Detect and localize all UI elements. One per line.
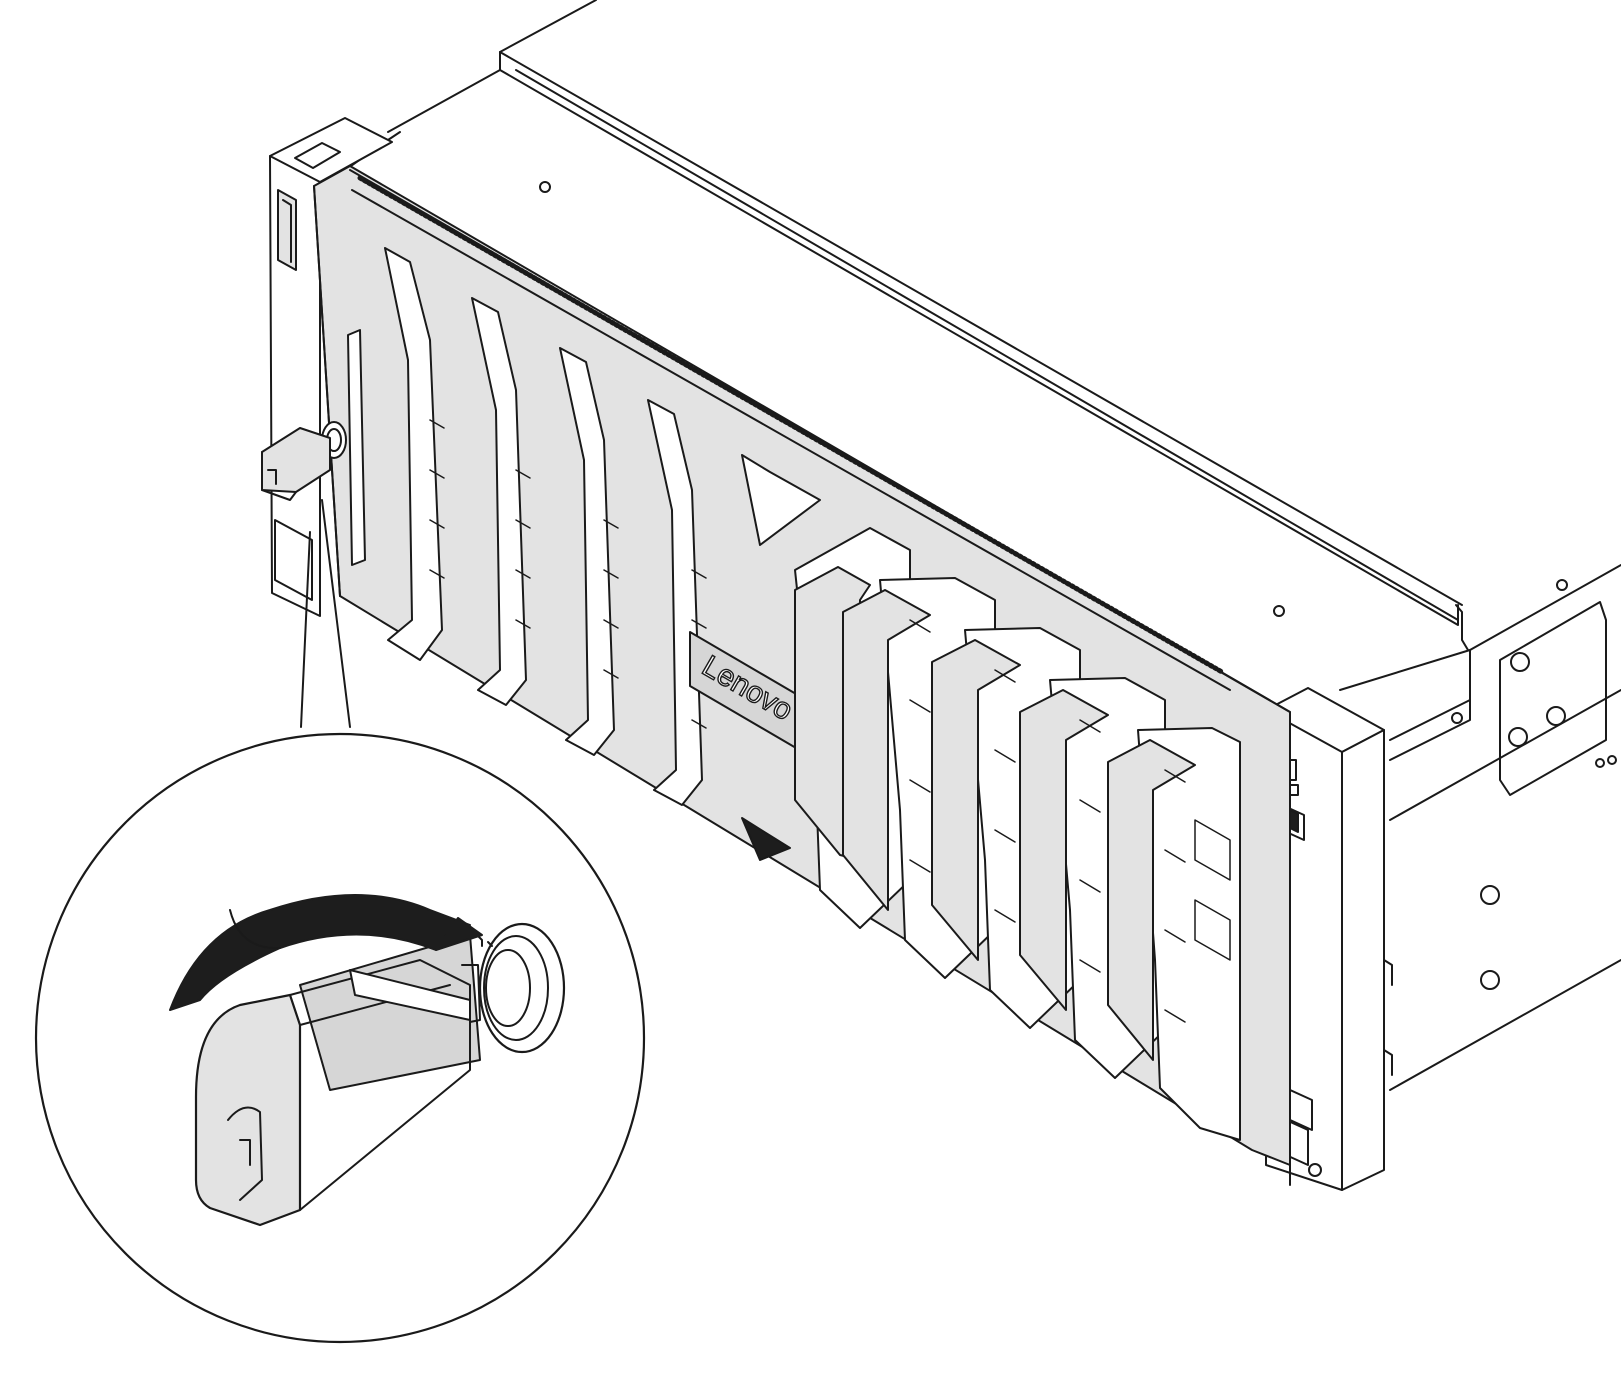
left-rack-ear xyxy=(269,117,393,617)
bezel-fins-left xyxy=(384,247,821,861)
chassis-side xyxy=(1339,564,1621,1091)
bezel-lock-small xyxy=(261,421,347,501)
clockwise-arrow-icon xyxy=(169,894,483,1011)
slot-internals-right xyxy=(909,619,1231,1023)
callout-lines xyxy=(300,499,351,728)
key-icon xyxy=(194,934,481,1227)
slot-internals-left xyxy=(429,419,707,729)
right-rack-ear xyxy=(1265,687,1393,1191)
lock-cylinder-icon xyxy=(477,922,566,1054)
bezel-handle-slot xyxy=(347,329,366,566)
bezel-fin-blocks xyxy=(794,566,1196,1061)
